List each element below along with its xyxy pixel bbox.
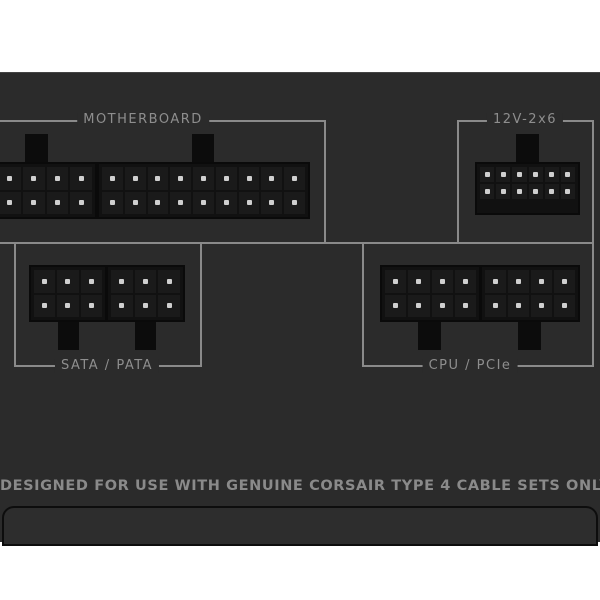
connector-pin (508, 270, 529, 293)
connector-pin (431, 270, 453, 293)
connector-pin (193, 167, 214, 190)
connector-pin (485, 270, 506, 293)
connector-pin (46, 191, 69, 214)
connector-latch (192, 134, 214, 164)
connector-pin (134, 294, 157, 317)
connector-pin (80, 294, 102, 317)
connector-pin (284, 191, 305, 214)
connector-pin (531, 294, 552, 317)
connector-pin (22, 167, 45, 190)
connector-pin (544, 184, 559, 199)
connector-pin (512, 184, 527, 199)
connector-pin (70, 191, 92, 214)
connector-pin (0, 191, 21, 214)
connector-pin (385, 270, 407, 293)
connector-pin (102, 191, 123, 214)
connector-pin (531, 270, 552, 293)
connector-latch (516, 134, 539, 164)
connector-pin (215, 191, 237, 214)
connector-pin (512, 167, 527, 182)
connector-pin (496, 184, 511, 199)
connector-pin (124, 191, 146, 214)
connector-pin (454, 294, 476, 317)
motherboard-label: MOTHERBOARD (77, 113, 209, 127)
connector-pin (480, 184, 495, 199)
connector-pin (46, 167, 69, 190)
connector-pin (102, 167, 123, 190)
connector-pin (560, 184, 575, 199)
divider-line (592, 120, 594, 367)
panel-bottom-recess (2, 506, 598, 546)
connector-pin (57, 294, 79, 317)
divider-line (362, 242, 364, 367)
connector-pin (111, 270, 133, 293)
12v-2x6-label: 12V-2x6 (486, 113, 564, 127)
cpu-pcie-connector-1[interactable] (380, 265, 481, 322)
connector-pin (124, 167, 146, 190)
connector-pin (431, 294, 453, 317)
divider-line (324, 120, 326, 243)
connector-pin (454, 270, 476, 293)
connector-pin (560, 167, 575, 182)
connector-pin (147, 191, 169, 214)
motherboard-connector-left[interactable] (0, 162, 97, 219)
connector-pin (261, 167, 283, 190)
connector-pin (496, 167, 511, 182)
cable-notice-text: DESIGNED FOR USE WITH GENUINE CORSAIR TY… (0, 478, 600, 494)
connector-pin (238, 167, 260, 190)
connector-pin (22, 191, 45, 214)
connector-pin (408, 294, 430, 317)
connector-pin (193, 191, 214, 214)
sata-connector-1[interactable] (29, 265, 107, 322)
connector-pin (158, 270, 180, 293)
connector-pin (261, 191, 283, 214)
motherboard-connector-right[interactable] (97, 162, 310, 219)
connector-pin (57, 270, 79, 293)
connector-pin (158, 294, 180, 317)
connector-pin (34, 294, 56, 317)
connector-pin (554, 294, 575, 317)
connector-pin (284, 167, 305, 190)
connector-pin (238, 191, 260, 214)
connector-pin (528, 184, 543, 199)
cpu-pcie-connector-2[interactable] (480, 265, 580, 322)
connector-latch (135, 320, 156, 350)
divider-line (14, 242, 16, 367)
divider-line (457, 120, 459, 243)
connector-latch (418, 320, 441, 350)
connector-pin (134, 270, 157, 293)
connector-pin (480, 167, 495, 182)
connector-pin (80, 270, 102, 293)
connector-pin (215, 167, 237, 190)
connector-pin (554, 270, 575, 293)
connector-pin (111, 294, 133, 317)
divider-line (200, 242, 202, 367)
connector-pin (528, 167, 543, 182)
connector-pin (170, 191, 192, 214)
connector-pin (485, 294, 506, 317)
cpu-pcie-label: CPU / PCIe (422, 359, 518, 373)
connector-pin (70, 167, 92, 190)
12v-2x6-connector[interactable] (475, 162, 580, 215)
connector-pin (170, 167, 192, 190)
connector-pin (508, 294, 529, 317)
connector-pin (0, 167, 21, 190)
connector-pin (385, 294, 407, 317)
sata-pata-label: SATA / PATA (54, 359, 160, 373)
connector-pin (544, 167, 559, 182)
connector-latch (518, 320, 541, 350)
divider-line (0, 242, 594, 244)
connector-pin (408, 270, 430, 293)
connector-pin (147, 167, 169, 190)
sata-connector-2[interactable] (106, 265, 185, 322)
connector-pin (34, 270, 56, 293)
connector-latch (25, 134, 48, 164)
connector-latch (58, 320, 79, 350)
